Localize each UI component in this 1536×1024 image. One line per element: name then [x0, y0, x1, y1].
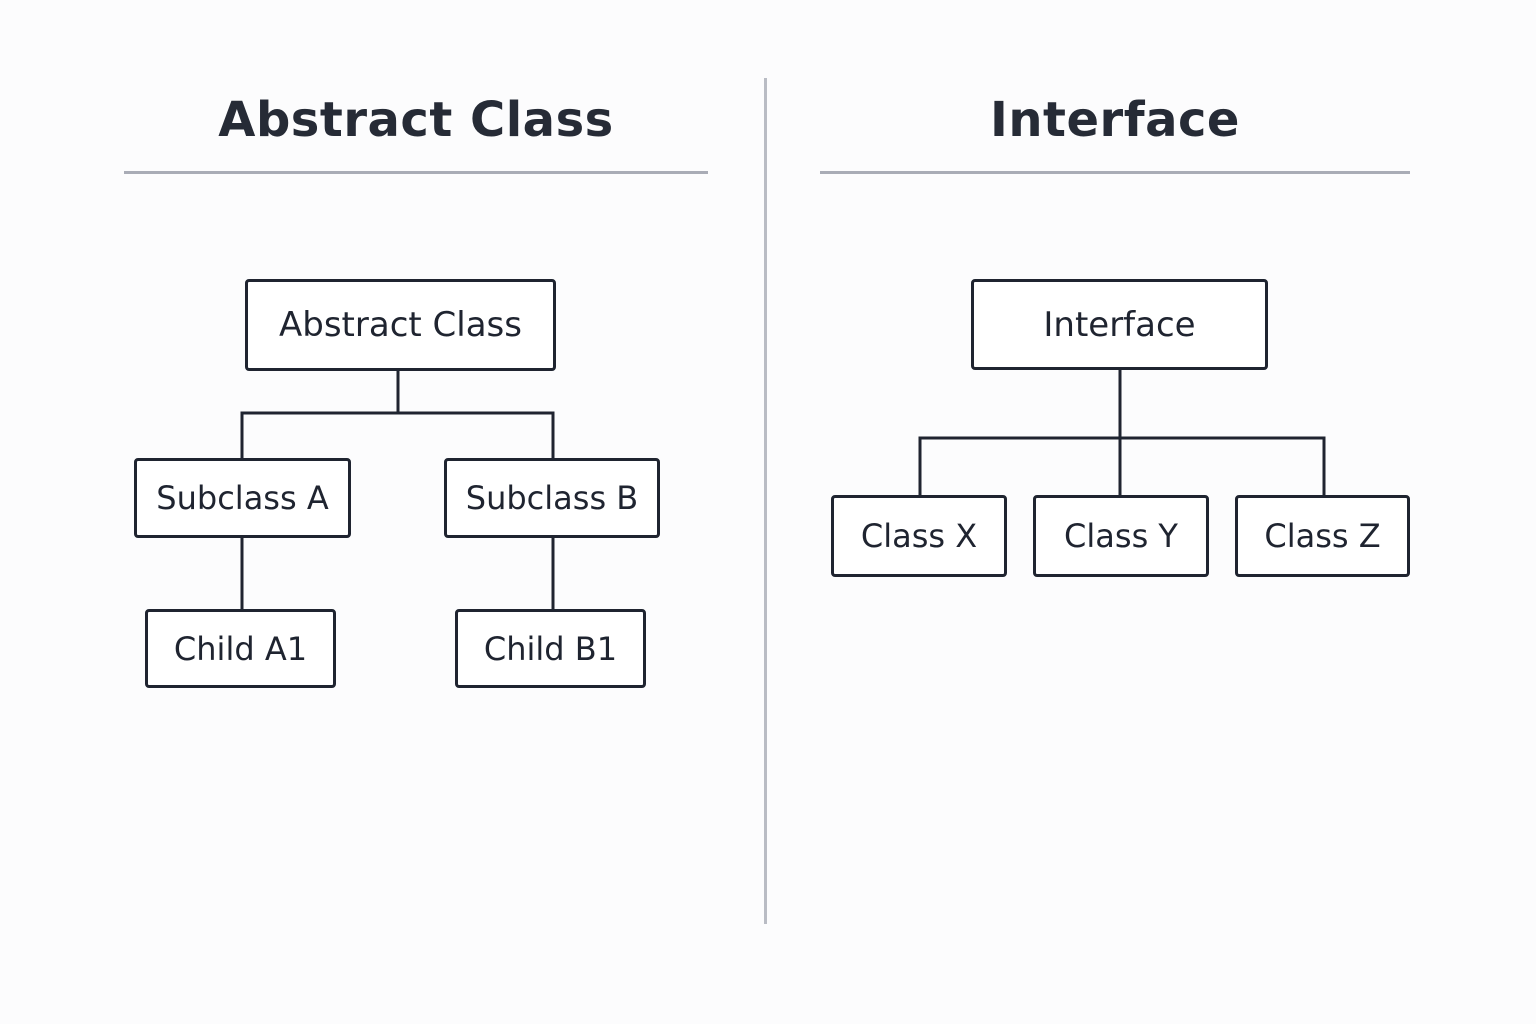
child-a1-label: Child A1	[173, 629, 308, 668]
interface-title-underline	[820, 171, 1410, 174]
subclass-a-label: Subclass A	[156, 479, 329, 517]
subclass-a-node: Subclass A	[134, 458, 351, 538]
class-x-node: Class X	[831, 495, 1007, 577]
subclass-b-label: Subclass B	[465, 479, 639, 517]
abstract-class-node: Abstract Class	[245, 279, 556, 371]
child-a1-node: Child A1	[145, 609, 336, 688]
interface-node-label: Interface	[1043, 304, 1196, 345]
child-b1-label: Child B1	[483, 629, 618, 668]
abstract-class-title-underline	[124, 171, 708, 174]
class-y-node: Class Y	[1033, 495, 1209, 577]
class-z-node: Class Z	[1235, 495, 1410, 577]
abstract-class-panel-title: Abstract Class	[218, 92, 614, 148]
interface-panel-title: Interface	[990, 92, 1240, 148]
interface-node: Interface	[971, 279, 1268, 370]
panel-divider	[764, 78, 767, 924]
class-x-label: Class X	[860, 517, 978, 555]
child-b1-node: Child B1	[455, 609, 646, 688]
class-y-label: Class Y	[1064, 517, 1178, 555]
class-z-label: Class Z	[1264, 517, 1381, 555]
abstract-class-node-label: Abstract Class	[279, 305, 522, 345]
subclass-b-node: Subclass B	[444, 458, 660, 538]
